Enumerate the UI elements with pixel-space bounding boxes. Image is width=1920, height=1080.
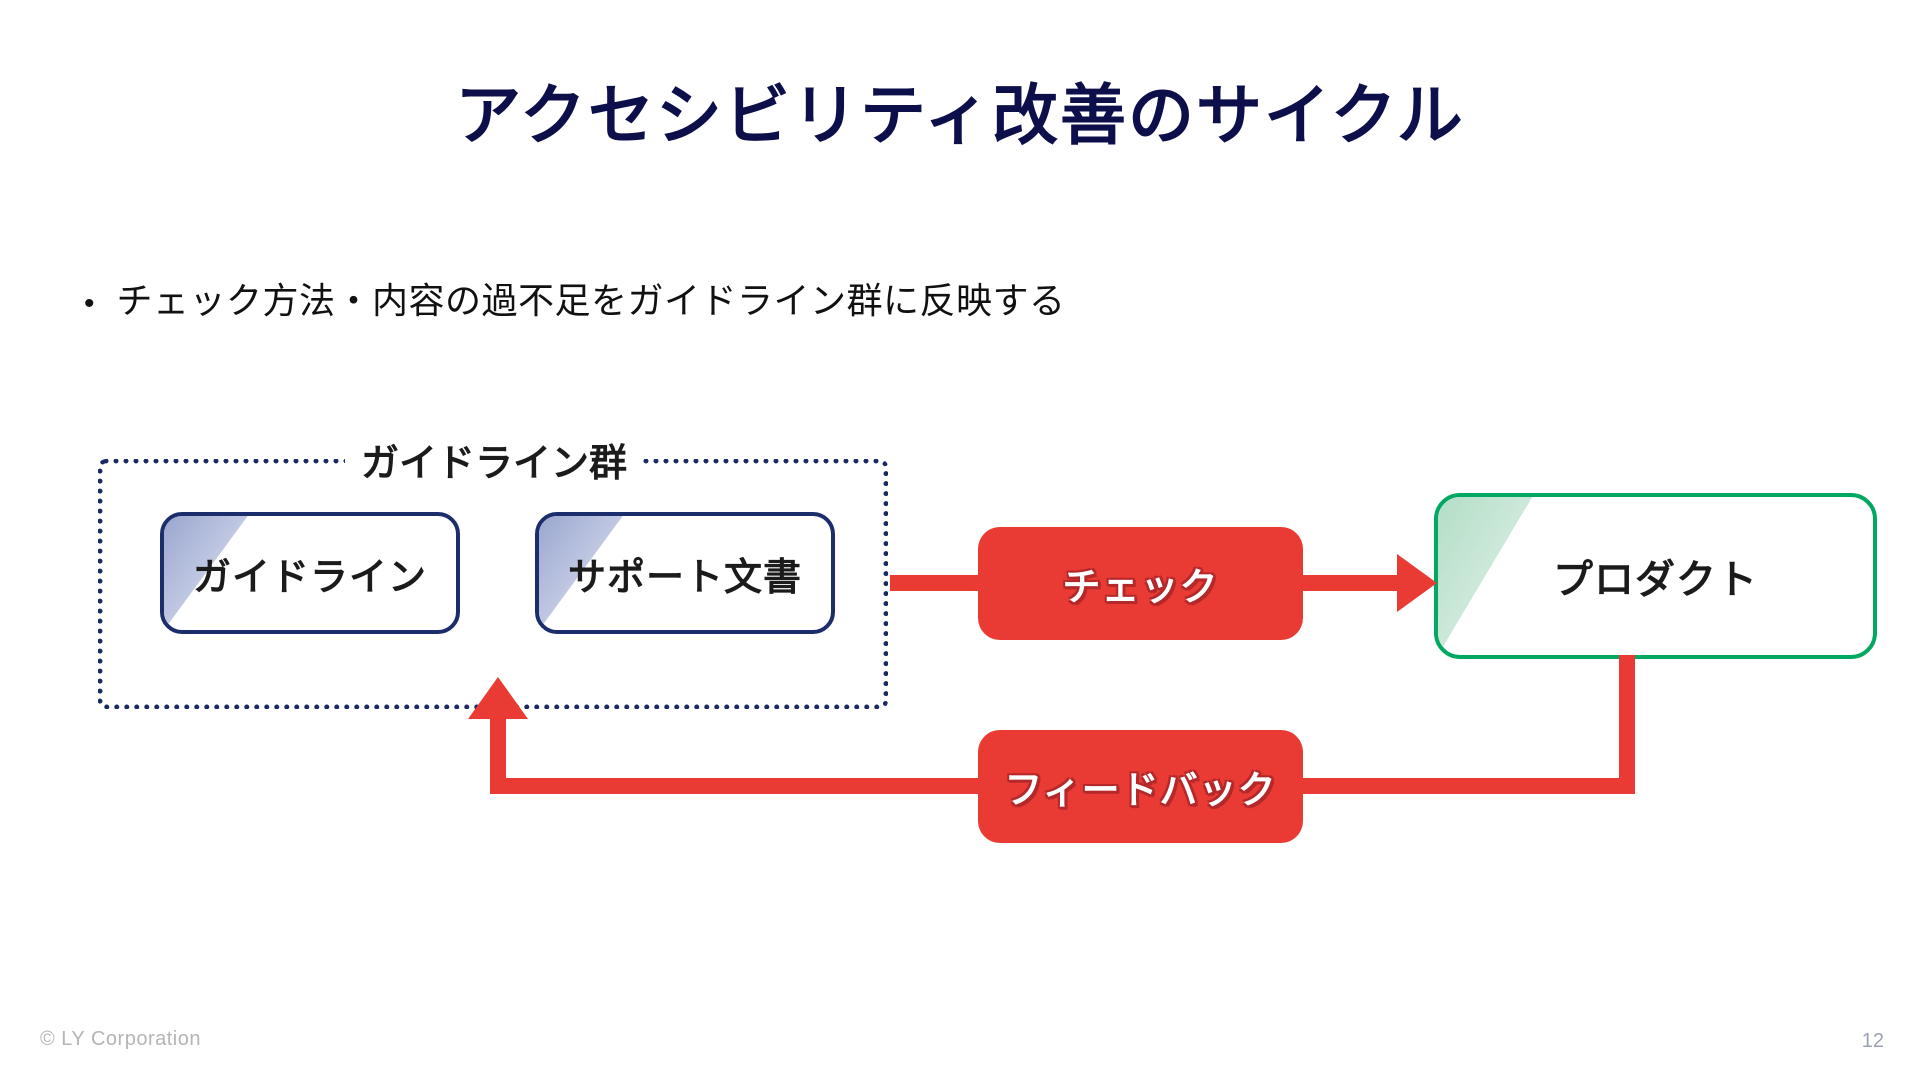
action-check-button[interactable]: チェック <box>978 527 1303 640</box>
connector-feedback-right <box>1295 778 1635 794</box>
connector-feedback-up <box>490 715 506 794</box>
card-product[interactable]: プロダクト <box>1434 493 1877 659</box>
guideline-group-label: ガイドライン群 <box>345 432 644 487</box>
arrow-right-icon <box>1397 554 1437 612</box>
bullet-list-item: • チェック方法・内容の過不足をガイドライン群に反映する <box>84 272 1066 324</box>
connector-feedback-down <box>1619 655 1635 783</box>
page-title: アクセシビリティ改善のサイクル <box>455 78 1465 152</box>
connector-check-input <box>890 575 990 591</box>
connector-check-output <box>1295 575 1417 591</box>
bullet-marker-icon: • <box>84 287 95 320</box>
card-support-document-label: サポート文書 <box>567 556 802 599</box>
footer-page-number: 12 <box>1861 1030 1884 1052</box>
footer-copyright: © LY Corporation <box>40 1028 201 1050</box>
arrow-up-icon <box>468 677 528 719</box>
card-guideline[interactable]: ガイドライン <box>160 512 460 634</box>
bullet-text: チェック方法・内容の過不足をガイドライン群に反映する <box>116 280 1066 321</box>
action-feedback-label: フィードバック <box>1004 770 1277 812</box>
action-check-label: チェック <box>1062 567 1219 609</box>
card-support-document[interactable]: サポート文書 <box>535 512 835 634</box>
action-feedback-button[interactable]: フィードバック <box>978 730 1303 843</box>
card-guideline-label: ガイドライン <box>192 556 427 599</box>
connector-feedback-left <box>490 778 990 794</box>
card-product-label: プロダクト <box>1553 558 1758 602</box>
